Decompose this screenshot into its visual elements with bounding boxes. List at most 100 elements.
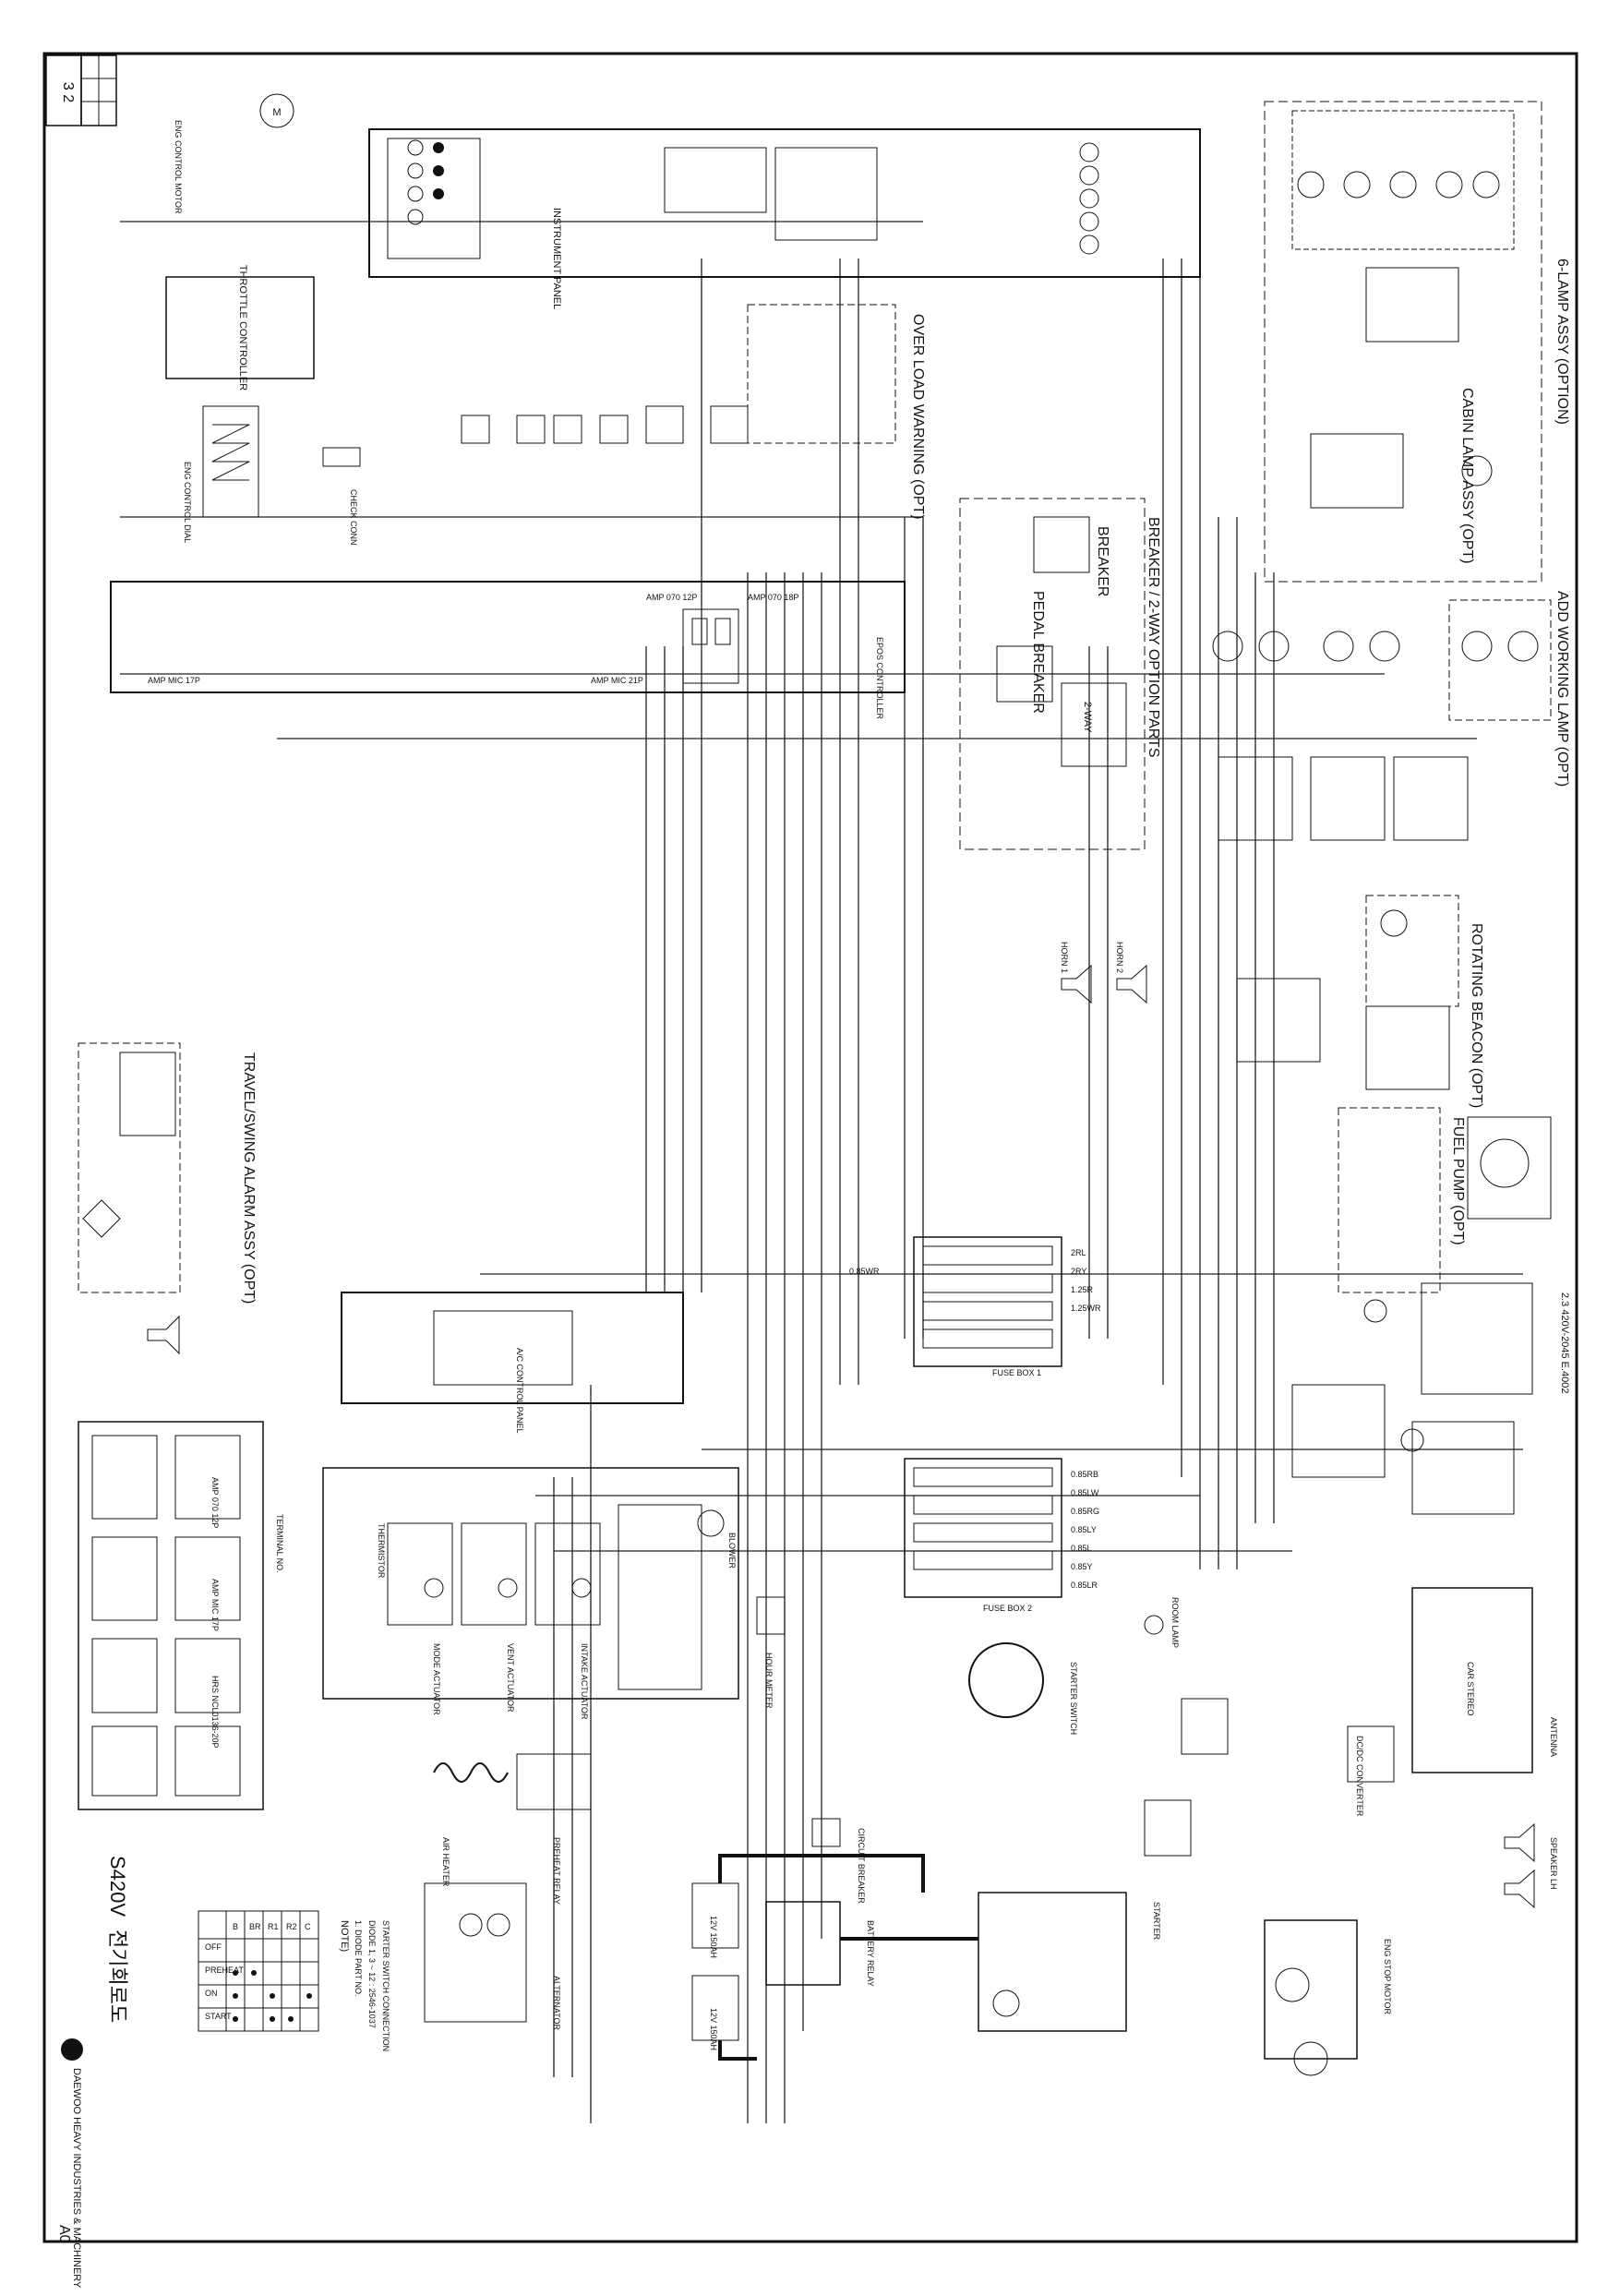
svg-text:0.85RB: 0.85RB <box>1071 1470 1098 1479</box>
svg-text:ADD WORKING LAMP (OPT): ADD WORKING LAMP (OPT) <box>1554 591 1570 787</box>
svg-text:0.85L: 0.85L <box>1071 1544 1092 1553</box>
svg-text:AMP 070 12P: AMP 070 12P <box>646 593 697 602</box>
instrument-panel: INSTRUMENT PANEL <box>368 128 1201 309</box>
svg-text:CIRCUIT BREAKER: CIRCUIT BREAKER <box>857 1828 866 1904</box>
svg-text:FUSE BOX 1: FUSE BOX 1 <box>992 1368 1041 1377</box>
overload-warning: OVER LOAD WARNING (OPT) <box>747 304 926 520</box>
svg-text:12V 150AH: 12V 150AH <box>709 1916 718 1958</box>
circuit-breaker: CIRCUIT BREAKER <box>811 1818 866 1904</box>
battery-cables <box>718 1854 978 2061</box>
svg-text:0.85WR: 0.85WR <box>849 1267 880 1276</box>
throttle-controller: THROTTLE CONTROLLER M ENG CONTROL MOTOR <box>165 93 315 391</box>
horns: HORN 1 HORN 2 <box>1060 942 1147 1004</box>
svg-text:1.25WR: 1.25WR <box>1071 1304 1101 1313</box>
svg-text:HOUR METER: HOUR METER <box>764 1653 774 1709</box>
svg-text:BLOWER: BLOWER <box>727 1533 737 1569</box>
svg-text:VENT ACTUATOR: VENT ACTUATOR <box>506 1643 515 1713</box>
svg-text:DIODE 1, 3 ~ 12 : 2546-1037: DIODE 1, 3 ~ 12 : 2546-1037 <box>367 1920 377 2028</box>
six-lamp-assy: 6-LAMP ASSY (OPTION) CABIN LAMP ASSY (OP… <box>1264 101 1570 583</box>
svg-text:NOTE): NOTE) <box>339 1920 350 1952</box>
company-logo-icon <box>61 2038 83 2061</box>
model-title: S420V <box>106 1856 129 1917</box>
wire-labels: 2RL 2RY 1.25R 1.25WR 0.85RB 0.85LW 0.85R… <box>849 1248 1101 1590</box>
car-stereo: CAR STEREO DC/DC CONVERTER SPEAKER LH AN… <box>1347 1587 1558 1909</box>
svg-text:CAR STEREO: CAR STEREO <box>1466 1662 1475 1716</box>
add-working-lamp: ADD WORKING LAMP (OPT) <box>1212 591 1570 841</box>
svg-text:EPOS CONTROLLER: EPOS CONTROLLER <box>875 637 884 720</box>
svg-text:ENG CONTROL MOTOR: ENG CONTROL MOTOR <box>174 120 183 214</box>
svg-text:R1: R1 <box>268 1922 279 1931</box>
svg-text:R2: R2 <box>286 1922 297 1931</box>
hour-meter: HOUR METER <box>756 1596 786 1709</box>
korean-title: 전기회로도 <box>106 1929 129 2023</box>
svg-text:SPEAKER LH: SPEAKER LH <box>1549 1837 1558 1890</box>
svg-text:0.85LR: 0.85LR <box>1071 1581 1098 1590</box>
svg-text:AMP MIC 21P: AMP MIC 21P <box>591 676 643 685</box>
room-lamp: ROOM LAMP <box>1144 1597 1180 1648</box>
svg-text:THROTTLE CONTROLLER: THROTTLE CONTROLLER <box>237 265 248 391</box>
terminal-drawings: AMP 070 12P AMP MIC 17P HRS NCL0136-20P … <box>78 1421 284 1810</box>
svg-text:0.85RG: 0.85RG <box>1071 1507 1099 1516</box>
notes: NOTE) 1. DIODE PART NO. DIODE 1, 3 ~ 12 … <box>339 1920 390 2051</box>
svg-text:BREAKER: BREAKER <box>1095 526 1110 596</box>
svg-text:ENG CONTROL DIAL: ENG CONTROL DIAL <box>183 462 192 543</box>
svg-text:DC/DC CONVERTER: DC/DC CONVERTER <box>1355 1736 1364 1817</box>
svg-text:A/C CONTROL PANEL: A/C CONTROL PANEL <box>515 1348 524 1434</box>
fuse-box-2: FUSE BOX 2 <box>904 1458 1062 1613</box>
ac-control-panel: A/C CONTROL PANEL <box>341 1292 684 1434</box>
svg-text:BREAKER / 2-WAY OPTION PARTS: BREAKER / 2-WAY OPTION PARTS <box>1146 517 1161 758</box>
svg-text:ON: ON <box>205 1989 218 1998</box>
svg-text:HORN 1: HORN 1 <box>1060 942 1069 973</box>
svg-text:PREHEAT: PREHEAT <box>205 1965 244 1975</box>
svg-text:CABIN LAMP ASSY (OPT): CABIN LAMP ASSY (OPT) <box>1459 388 1475 564</box>
svg-text:TRAVEL/SWING ALARM ASSY (OPT): TRAVEL/SWING ALARM ASSY (OPT) <box>241 1052 257 1304</box>
alternator: ALTERNATOR <box>424 1882 561 2031</box>
eng-stop-motor: ENG STOP MOTOR <box>1264 1919 1392 2076</box>
svg-text:AMP 070 12P: AMP 070 12P <box>210 1477 220 1528</box>
svg-text:B: B <box>233 1922 238 1931</box>
svg-text:ROOM LAMP: ROOM LAMP <box>1170 1597 1180 1648</box>
svg-text:12V 150AH: 12V 150AH <box>709 2008 718 2050</box>
fuel-pump: FUEL PUMP (OPT) <box>1338 1107 1552 1293</box>
svg-text:AMP MIC 17P: AMP MIC 17P <box>210 1579 220 1631</box>
svg-text:M: M <box>272 107 281 118</box>
svg-text:ANTENNA: ANTENNA <box>1549 1717 1558 1757</box>
svg-text:2RL: 2RL <box>1071 1248 1086 1257</box>
svg-text:TERMINAL NO.: TERMINAL NO. <box>275 1514 284 1573</box>
title-block: S420V 전기회로도 DAEWOO HEAVY INDUSTRIES & MA… <box>61 1856 129 2296</box>
svg-text:OFF: OFF <box>205 1942 222 1952</box>
svg-text:BR: BR <box>249 1922 261 1931</box>
svg-text:FUEL PUMP (OPT): FUEL PUMP (OPT) <box>1450 1117 1466 1245</box>
svg-text:ROTATING BEACON (OPT): ROTATING BEACON (OPT) <box>1469 923 1484 1108</box>
sensors <box>461 405 749 444</box>
svg-text:BATTERY RELAY: BATTERY RELAY <box>866 1920 875 1987</box>
eng-control-dial: ENG CONTROL DIAL <box>183 405 259 543</box>
corner-code: 3 2 <box>60 82 76 102</box>
svg-text:HRS NCL0136-20P: HRS NCL0136-20P <box>210 1676 220 1749</box>
svg-text:0.85LW: 0.85LW <box>1071 1488 1099 1497</box>
svg-text:HORN 2: HORN 2 <box>1115 942 1124 973</box>
svg-text:STARTER SWITCH: STARTER SWITCH <box>1069 1662 1078 1735</box>
rotating-beacon: ROTATING BEACON (OPT) <box>1236 895 1484 1108</box>
svg-text:AIR HEATER: AIR HEATER <box>441 1837 450 1887</box>
batteries: 12V 150AH 12V 150AH BATTERY RELAY <box>691 1882 875 2050</box>
svg-text:ENG STOP MOTOR: ENG STOP MOTOR <box>1383 1939 1392 2015</box>
starter-switch: STARTER SWITCH <box>968 1642 1229 1857</box>
corner-code-box: 3 2 <box>45 54 117 126</box>
epos-controller: EPOS CONTROLLER AMP MIC 17P AMP MIC 21P … <box>110 581 906 720</box>
svg-text:2-WAY: 2-WAY <box>1082 702 1093 733</box>
svg-text:2RY: 2RY <box>1071 1267 1086 1276</box>
svg-text:STARTER SWITCH CONNECTION: STARTER SWITCH CONNECTION <box>381 1920 390 2051</box>
svg-text:CHECK CONN: CHECK CONN <box>349 489 358 546</box>
svg-text:C: C <box>305 1922 311 1931</box>
svg-text:1. DIODE PART NO.: 1. DIODE PART NO. <box>354 1920 363 1997</box>
breaker-2way-box: BREAKER / 2-WAY OPTION PARTS BREAKER PED… <box>959 498 1161 850</box>
company-name: DAEWOO HEAVY INDUSTRIES & MACHINERY LTD. <box>71 2068 82 2291</box>
svg-text:PREHEAT RELAY: PREHEAT RELAY <box>552 1837 561 1905</box>
preheat-system: AIR HEATER PREHEAT RELAY <box>433 1753 592 1905</box>
svg-text:FUSE BOX 2: FUSE BOX 2 <box>983 1604 1032 1613</box>
wiper-relays <box>1291 1282 1533 1515</box>
svg-text:6-LAMP ASSY (OPTION): 6-LAMP ASSY (OPTION) <box>1554 258 1570 425</box>
svg-text:PEDAL BREAKER: PEDAL BREAKER <box>1030 591 1046 714</box>
